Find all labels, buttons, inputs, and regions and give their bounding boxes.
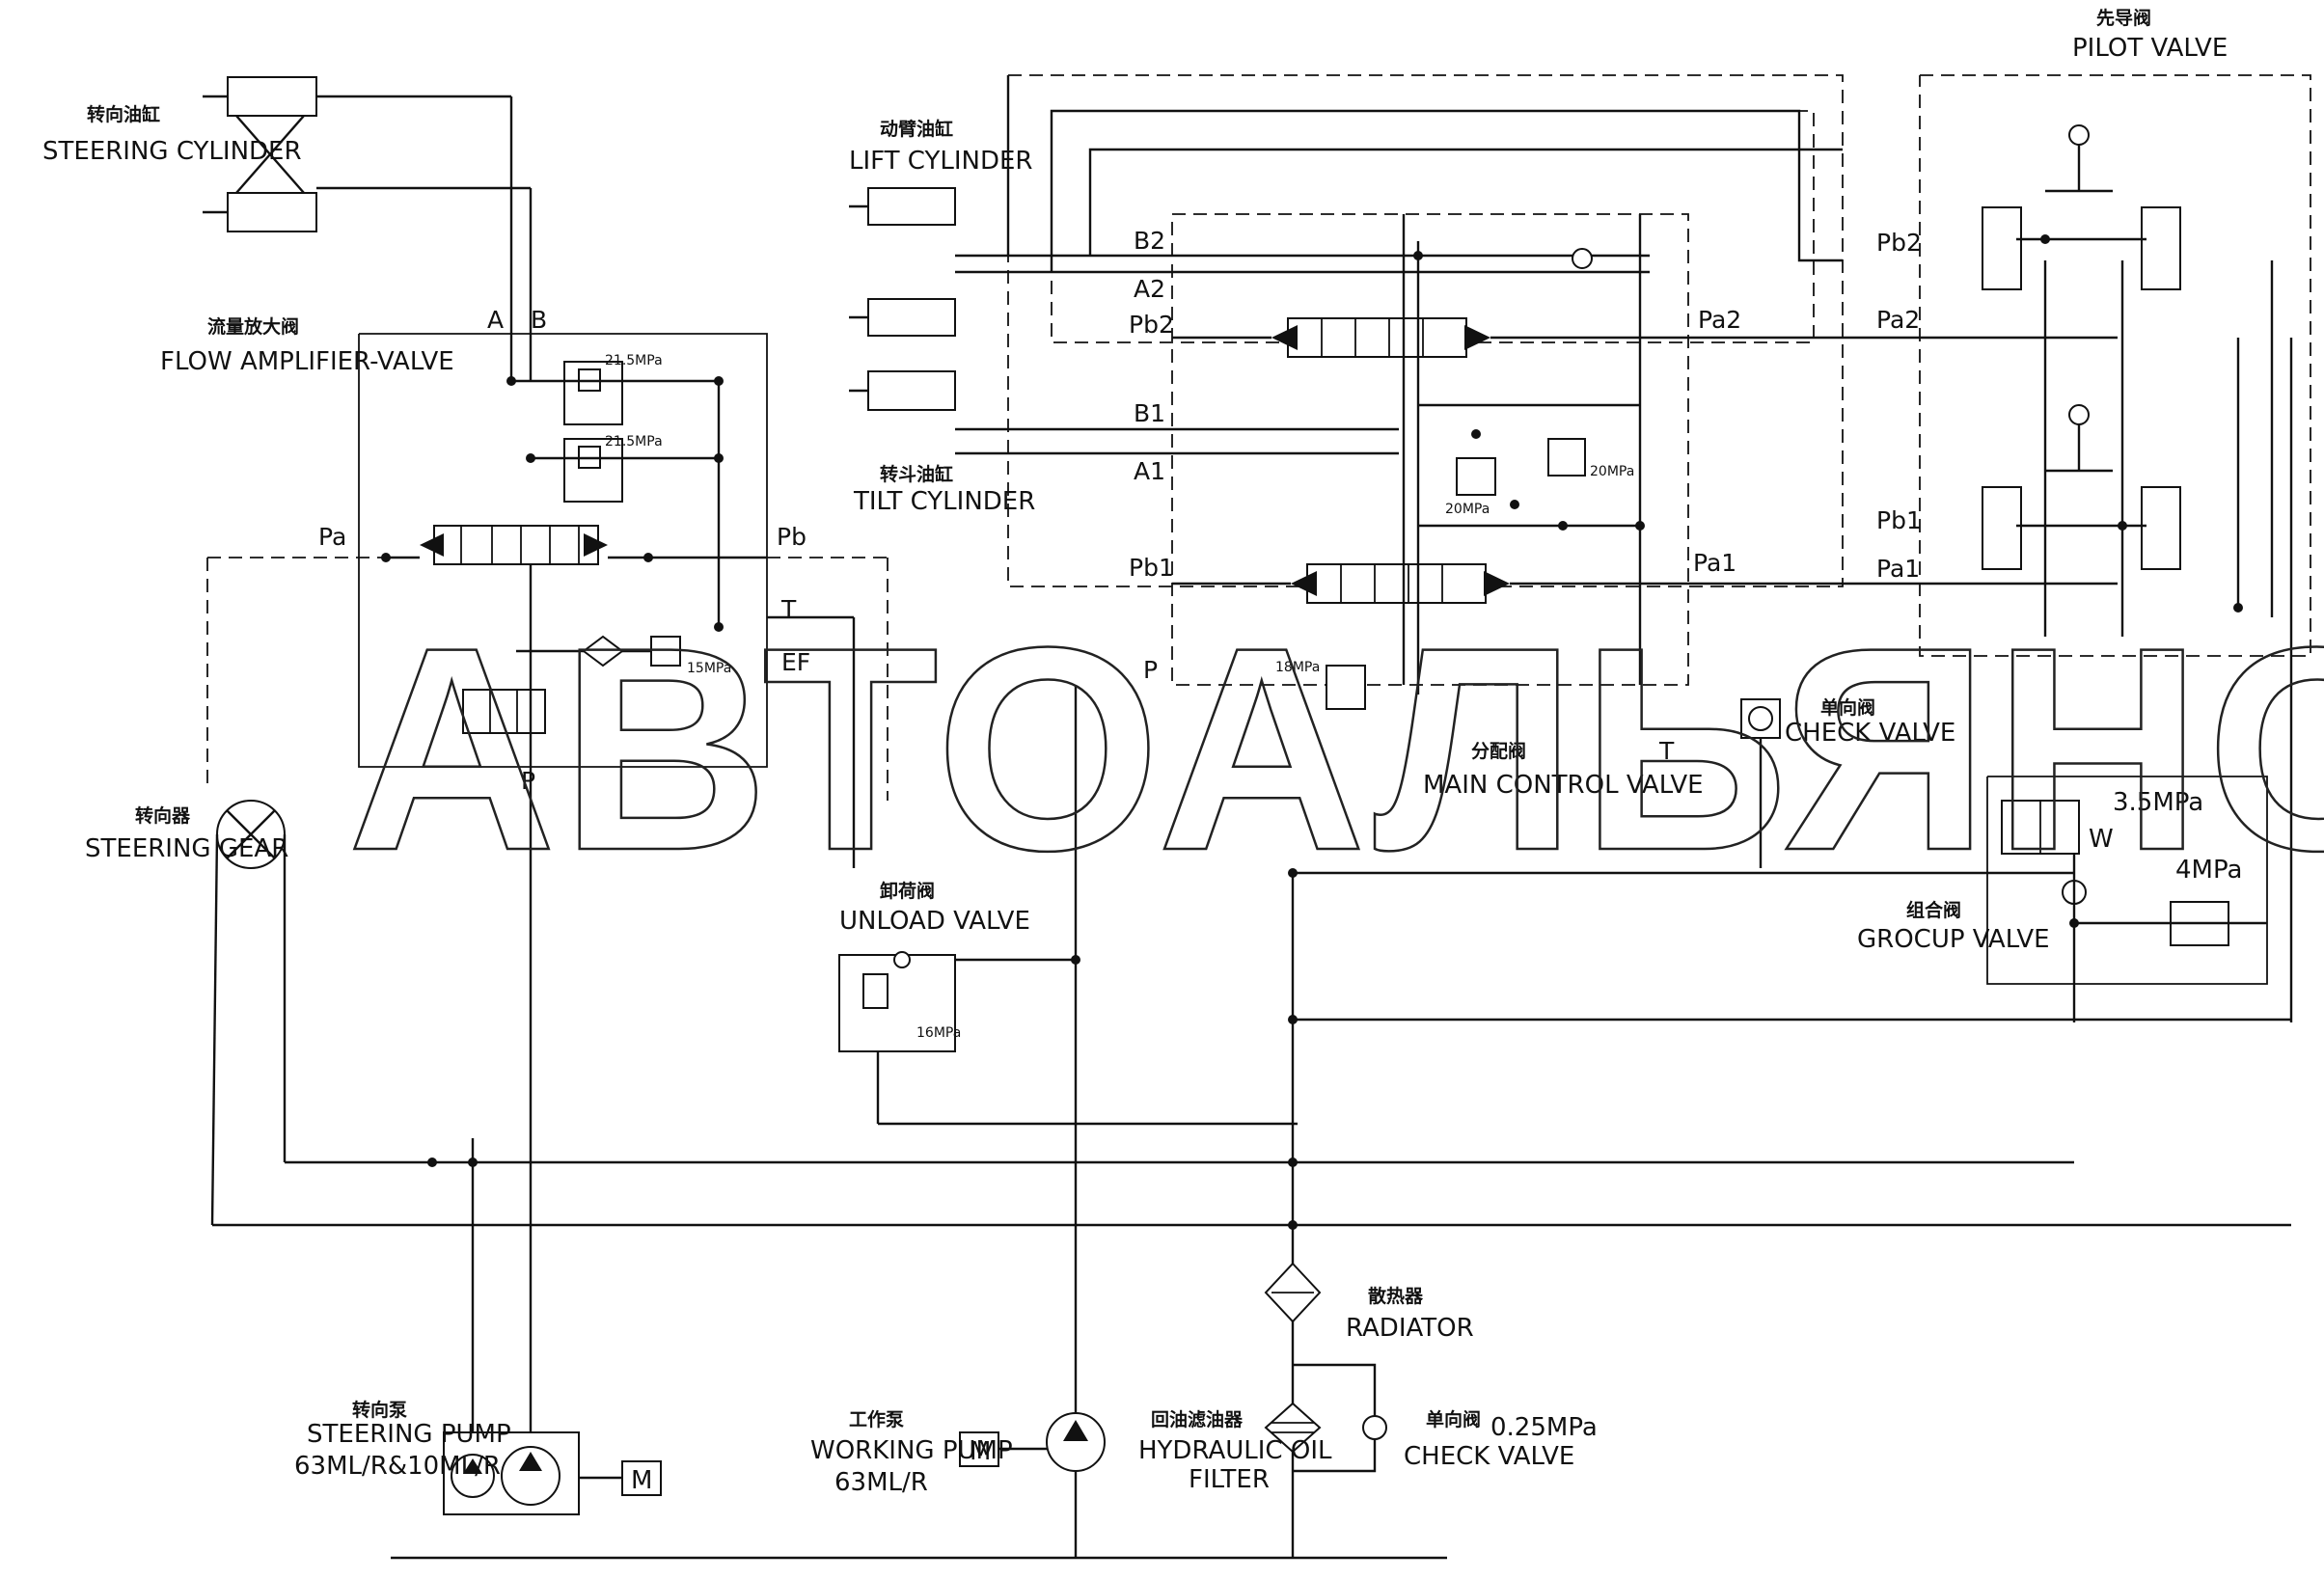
- group-high-pressure: 3.5MPa: [2113, 788, 2203, 817]
- flow-amplifier-cn: 流量放大阀: [207, 315, 299, 338]
- steering-cylinder-label: STEERING CYLINDER: [42, 137, 302, 166]
- port-pb2-pilot: Pb2: [1876, 229, 1922, 257]
- working-pump-cn: 工作泵: [849, 1408, 904, 1430]
- relief-2-pressure: 21.5MPa: [605, 434, 663, 449]
- main-control-valve-cn: 分配阀: [1471, 740, 1526, 762]
- steering-pump-motor: M: [631, 1466, 652, 1495]
- port-pa1: Pa1: [1693, 549, 1736, 577]
- tilt-cylinder-label: TILT CYLINDER: [853, 487, 1035, 516]
- port-pa2: Pa2: [1698, 306, 1741, 334]
- radiator-label: RADIATOR: [1346, 1314, 1474, 1343]
- port-t-main: T: [1658, 737, 1675, 765]
- relief-main-a-pressure: 20MPa: [1445, 502, 1490, 517]
- working-pump-motor: M: [970, 1437, 991, 1466]
- radiator: [1264, 1262, 1322, 1323]
- unload-valve-cn: 卸荷阀: [880, 880, 935, 902]
- port-b2: B2: [1134, 227, 1165, 255]
- check-valve-bottom-cn: 单向阀: [1426, 1408, 1481, 1430]
- working-pump: M: [959, 1412, 1106, 1472]
- oil-filter-cn: 回油滤油器: [1151, 1409, 1244, 1430]
- check-valve-bottom-label: CHECK VALVE: [1404, 1442, 1574, 1471]
- port-w: W: [2089, 825, 2114, 854]
- working-pump-spec: 63ML/R: [834, 1468, 928, 1497]
- pilot-valve: Pb2 Pa2 Pb1 Pa1: [1876, 74, 2311, 1022]
- relief-3-pressure: 15MPa: [687, 661, 731, 676]
- steering-pump-spec: 63ML/R&10ML/R: [294, 1452, 501, 1481]
- check-valve-bottom-pressure: 0.25MPa: [1490, 1413, 1598, 1442]
- check-valve-top: [1740, 698, 1781, 868]
- tilt-cylinder-cn: 转斗油缸: [880, 463, 953, 485]
- check-valve-top-cn: 单向阀: [1820, 696, 1875, 719]
- steering-cylinder-cn: 转向油缸: [87, 103, 160, 125]
- steering-pump-label: STEERING PUMP: [307, 1420, 511, 1449]
- working-pump-label: WORKING PUMP: [810, 1436, 1013, 1465]
- unload-pressure: 16MPa: [916, 1025, 961, 1041]
- lift-cylinder-label: LIFT CYLINDER: [849, 147, 1033, 176]
- port-pa1-pilot: Pa1: [1876, 555, 1920, 583]
- port-t: T: [780, 595, 797, 623]
- unload-valve-label: UNLOAD VALVE: [839, 907, 1030, 936]
- steering-gear: [210, 800, 287, 1226]
- watermark: АВТОАЛЬЯНС: [347, 586, 2324, 911]
- pilot-valve-label: PILOT VALVE: [2072, 34, 2228, 63]
- flow-amplifier-label: FLOW AMPLIFIER-VALVE: [160, 347, 454, 376]
- port-ef: EF: [781, 648, 810, 676]
- main-control-valve: B2 A2 Pb2 B1 A1 Pb1 P Pa2 Pa1 T 20MPa 2: [1007, 74, 1844, 765]
- port-pa: Pa: [318, 523, 346, 551]
- port-a2: A2: [1134, 275, 1165, 303]
- relief-main-b-pressure: 20MPa: [1590, 464, 1634, 479]
- unload-valve: 16MPa: [838, 951, 1298, 1126]
- group-valve-cn: 组合阀: [1906, 899, 1961, 921]
- port-b: B: [531, 306, 547, 334]
- check-valve-bottom: [1362, 1415, 1387, 1440]
- port-a1: A1: [1134, 457, 1165, 485]
- oil-filter-label-1: HYDRAULIC OIL: [1138, 1436, 1332, 1465]
- flow-amplifier-valve: A B 21.5MPa 21.5MPa Pa Pb 15MPa: [206, 306, 889, 1278]
- relief-main-p-pressure: 18MPa: [1275, 660, 1320, 675]
- steering-gear-label: STEERING GEAR: [85, 834, 288, 863]
- check-valve-top-label: CHECK VALVE: [1785, 719, 1955, 748]
- relief-1-pressure: 21.5MPa: [605, 353, 663, 368]
- lift-cylinder-cn: 动臂油缸: [880, 118, 953, 140]
- pilot-lines: [1006, 75, 2118, 586]
- hydraulic-oil-filter: [1264, 1363, 1377, 1473]
- port-pb1: Pb1: [1129, 554, 1174, 582]
- port-pb2: Pb2: [1129, 311, 1174, 339]
- port-pb1-pilot: Pb1: [1876, 506, 1922, 534]
- port-pa2-pilot: Pa2: [1876, 306, 1920, 334]
- port-a: A: [487, 306, 504, 334]
- steering-gear-cn: 转向器: [135, 804, 191, 827]
- pilot-valve-cn: 先导阀: [2096, 7, 2151, 29]
- port-pb: Pb: [777, 523, 807, 551]
- port-b1: B1: [1134, 399, 1165, 427]
- lift-cylinder: [849, 187, 1650, 337]
- steering-pump: M: [443, 1431, 662, 1515]
- group-low-pressure: 4MPa: [2175, 856, 2242, 885]
- tilt-cylinder: [849, 370, 1399, 455]
- oil-filter-label-2: FILTER: [1189, 1465, 1270, 1494]
- group-valve: 3.5MPa W 4MPa: [1986, 776, 2268, 1022]
- group-valve-label: GROCUP VALVE: [1857, 925, 2050, 954]
- steering-pump-cn: 转向泵: [352, 1399, 407, 1421]
- port-p-main: P: [1143, 656, 1158, 684]
- radiator-cn: 散热器: [1368, 1285, 1424, 1307]
- steering-cylinder: [203, 76, 533, 381]
- port-p-fa: P: [521, 767, 535, 795]
- main-control-valve-label: MAIN CONTROL VALVE: [1423, 771, 1704, 800]
